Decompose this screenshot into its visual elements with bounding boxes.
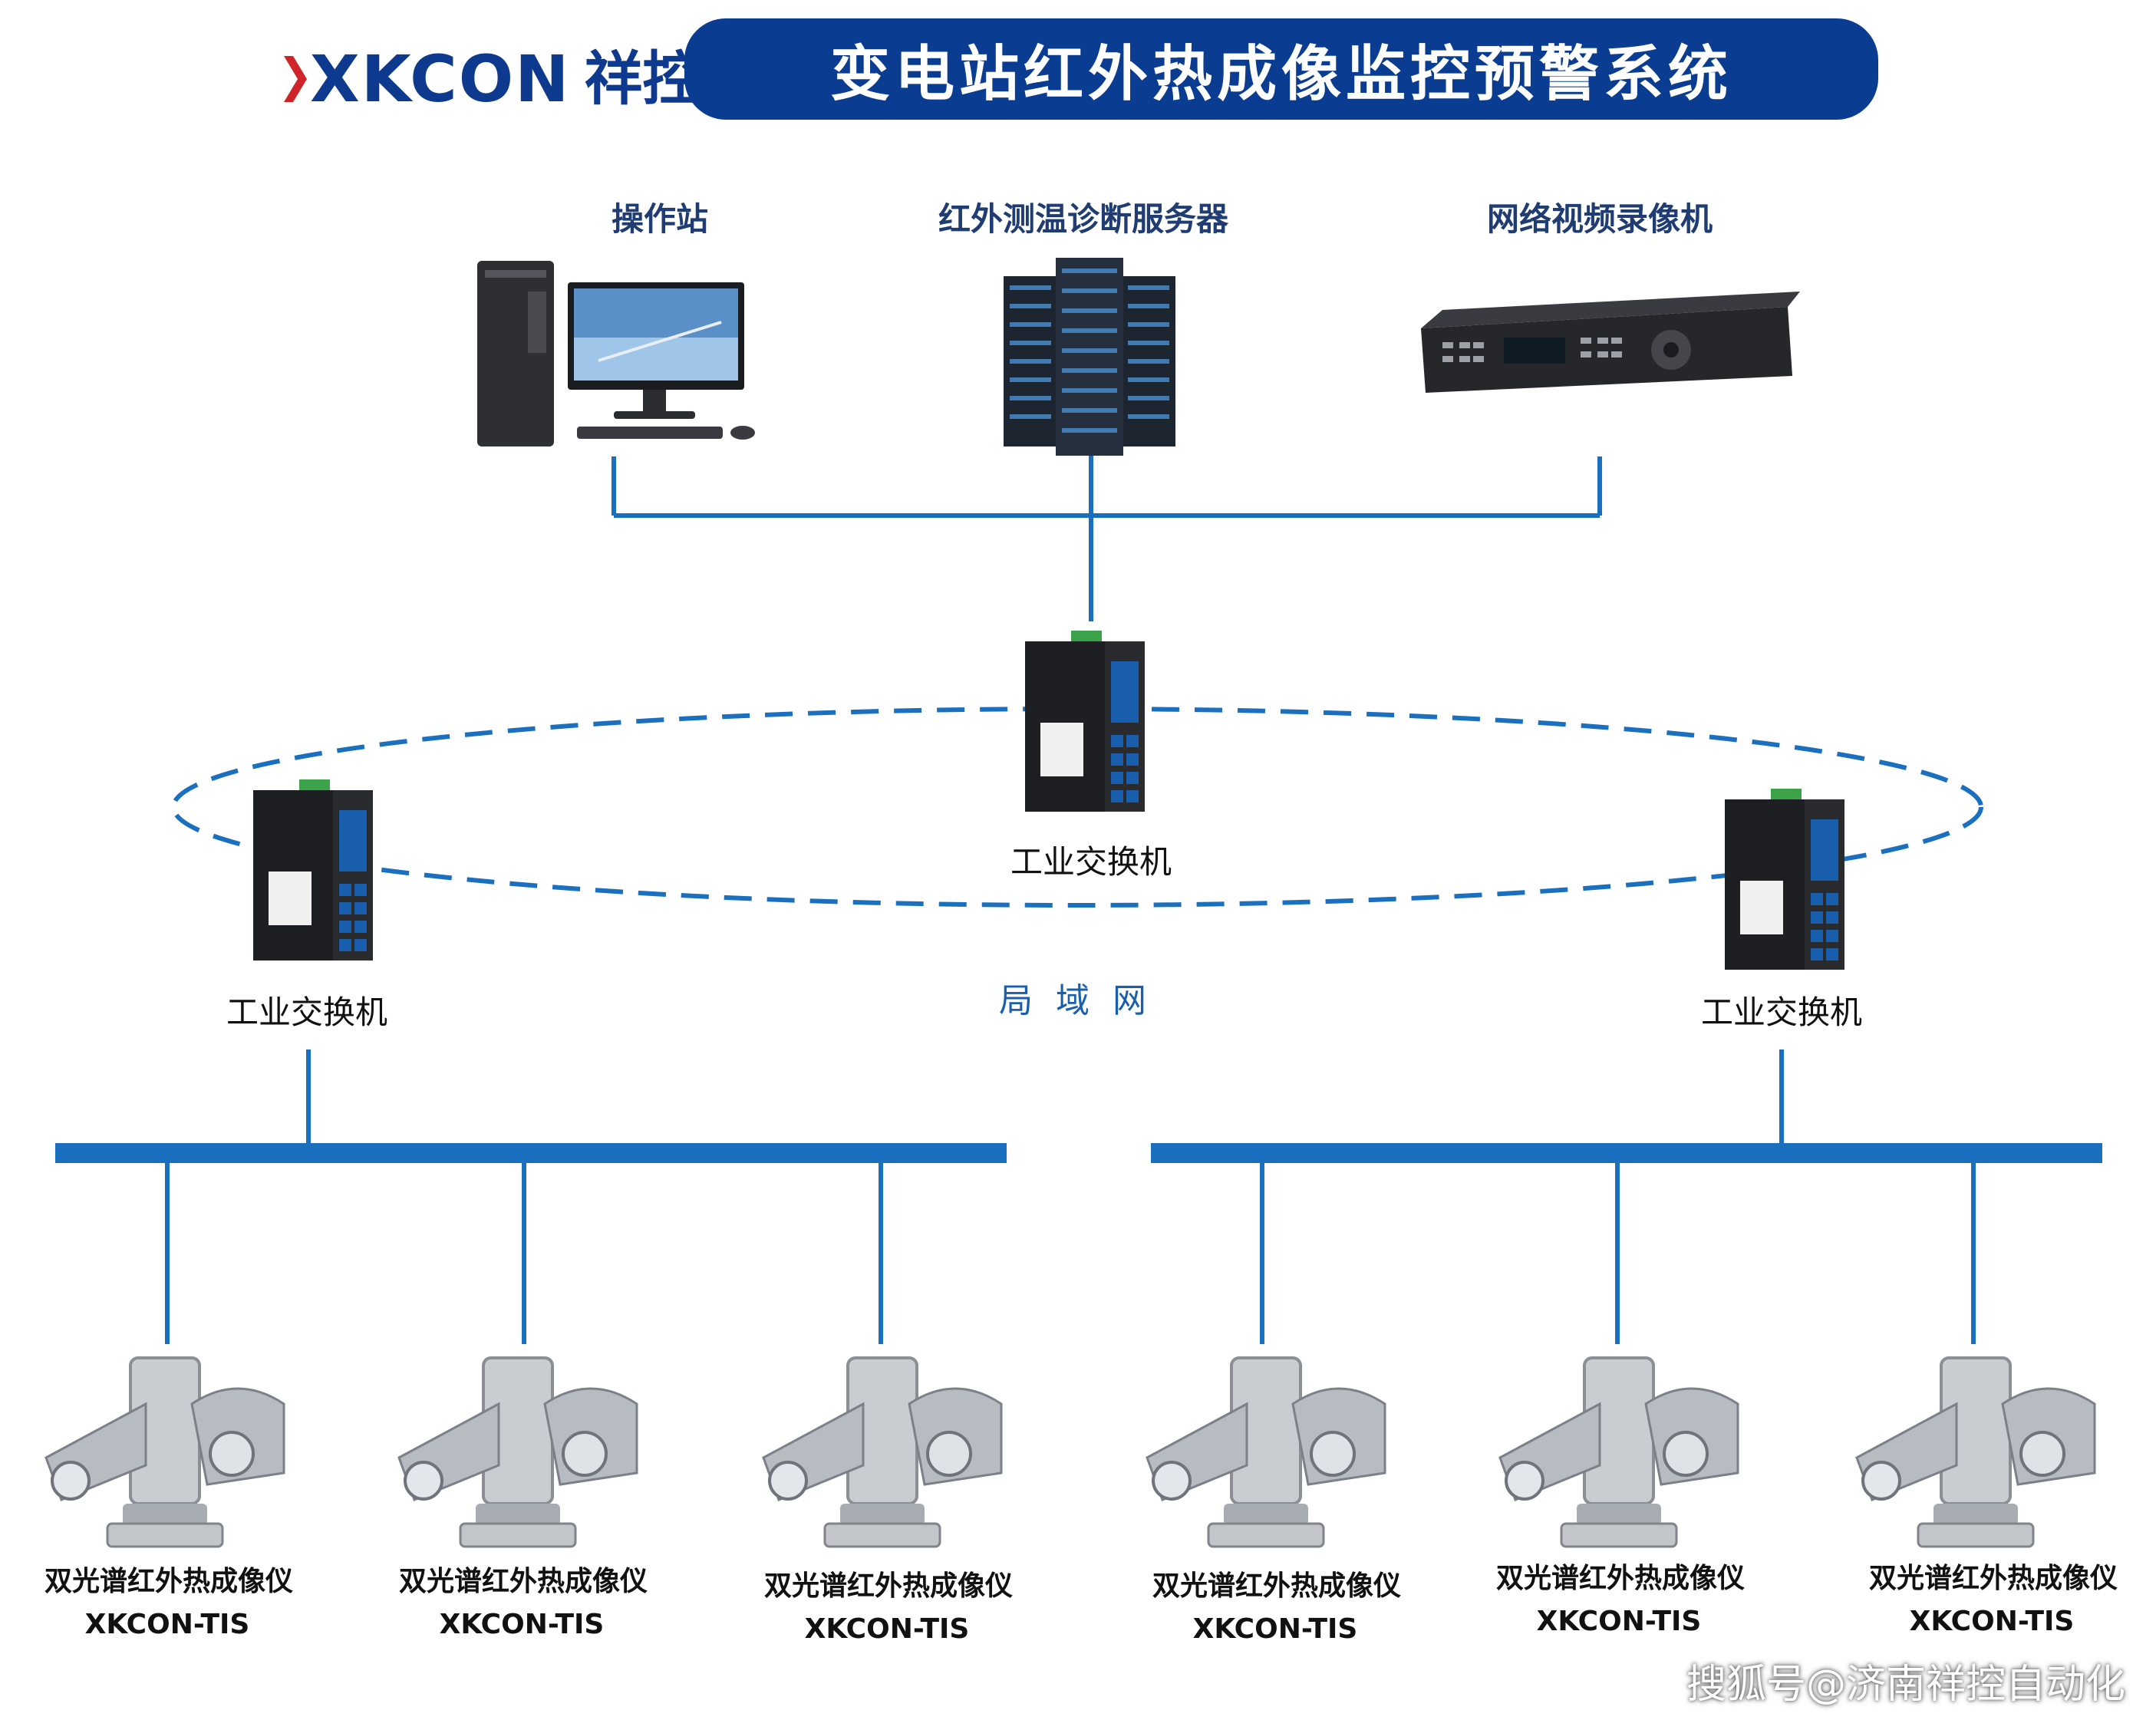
nvr-illustration xyxy=(1421,292,1800,393)
camera-label: 双光谱红外热成像仪 XKCON-TIS xyxy=(764,1565,1014,1651)
switch-center-label: 工业交换机 xyxy=(1010,843,1172,881)
camera-label: 双光谱红外热成像仪 XKCON-TIS xyxy=(45,1560,294,1646)
right-bus-bar xyxy=(1151,1143,2102,1163)
camera-model: XKCON-TIS xyxy=(439,1608,605,1640)
camera-name: 双光谱红外热成像仪 xyxy=(1152,1570,1402,1602)
lan-label: 局 域 网 xyxy=(999,981,1152,1020)
thermal-camera-icon xyxy=(1146,1356,1386,1548)
switch-left-icon xyxy=(253,779,373,960)
camera-name: 双光谱红外热成像仪 xyxy=(1496,1563,1746,1594)
title-banner: 变电站红外热成像监控预警系统 xyxy=(684,18,1878,120)
camera-name: 双光谱红外热成像仪 xyxy=(45,1566,294,1597)
workstation-label: 操作站 xyxy=(611,200,708,238)
camera-model: XKCON-TIS xyxy=(84,1608,250,1640)
switch-right-label: 工业交换机 xyxy=(1700,993,1862,1031)
camera-name: 双光谱红外热成像仪 xyxy=(399,1566,648,1597)
page-title: 变电站红外热成像监控预警系统 xyxy=(829,40,1732,109)
brand-name: XKCON xyxy=(310,41,571,117)
server-label: 红外测温诊断服务器 xyxy=(938,200,1228,238)
watermark: 搜狐号@济南祥控自动化 xyxy=(1686,1662,2125,1708)
camera-label: 双光谱红外热成像仪 XKCON-TIS xyxy=(1152,1565,1402,1651)
logo-mark-icon xyxy=(284,56,307,102)
thermal-camera-icon xyxy=(397,1356,638,1548)
camera-model: XKCON-TIS xyxy=(1536,1605,1702,1637)
thermal-camera-icon xyxy=(1855,1356,2096,1548)
camera-model: XKCON-TIS xyxy=(1909,1605,2075,1637)
brand-name-cn: 祥控 xyxy=(584,44,701,113)
server-illustration xyxy=(1004,258,1175,456)
camera-label: 双光谱红外热成像仪 XKCON-TIS xyxy=(399,1560,648,1646)
thermal-camera-icon xyxy=(45,1356,285,1548)
camera-name: 双光谱红外热成像仪 xyxy=(764,1570,1014,1602)
workstation-illustration xyxy=(477,261,755,446)
switch-right-icon xyxy=(1725,789,1844,970)
brand-logo: XKCON 祥控 xyxy=(284,44,701,114)
camera-label: 双光谱红外热成像仪 XKCON-TIS xyxy=(1496,1557,1746,1643)
camera-name: 双光谱红外热成像仪 xyxy=(1869,1563,2118,1594)
left-bus-bar xyxy=(55,1143,1007,1163)
camera-model: XKCON-TIS xyxy=(804,1613,970,1645)
nvr-label: 网络视频录像机 xyxy=(1486,200,1713,238)
switch-center-icon xyxy=(1025,631,1145,812)
thermal-camera-icon xyxy=(762,1356,1003,1548)
switch-left-label: 工业交换机 xyxy=(226,993,387,1031)
thermal-camera-icon xyxy=(1498,1356,1739,1548)
camera-label: 双光谱红外热成像仪 XKCON-TIS xyxy=(1869,1557,2118,1643)
camera-model: XKCON-TIS xyxy=(1192,1613,1358,1645)
